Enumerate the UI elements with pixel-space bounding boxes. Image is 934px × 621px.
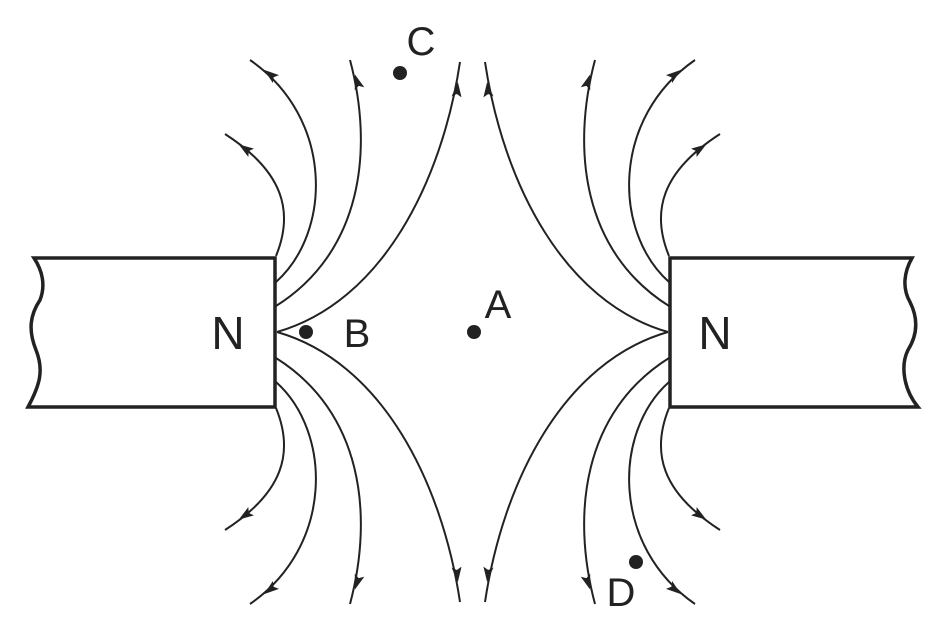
point-b-dot [299,325,313,339]
point-c-dot [393,66,407,80]
left-magnet [25,256,277,409]
point-c-label: C [407,20,436,64]
point-d-dot [629,555,643,569]
point-d-label: D [607,571,636,615]
right-magnet [668,256,922,409]
right-pole-label: N [698,307,731,359]
point-a-dot [467,325,481,339]
point-b-label: B [344,312,371,356]
point-a-label: A [485,283,512,327]
left-pole-label: N [211,307,244,359]
